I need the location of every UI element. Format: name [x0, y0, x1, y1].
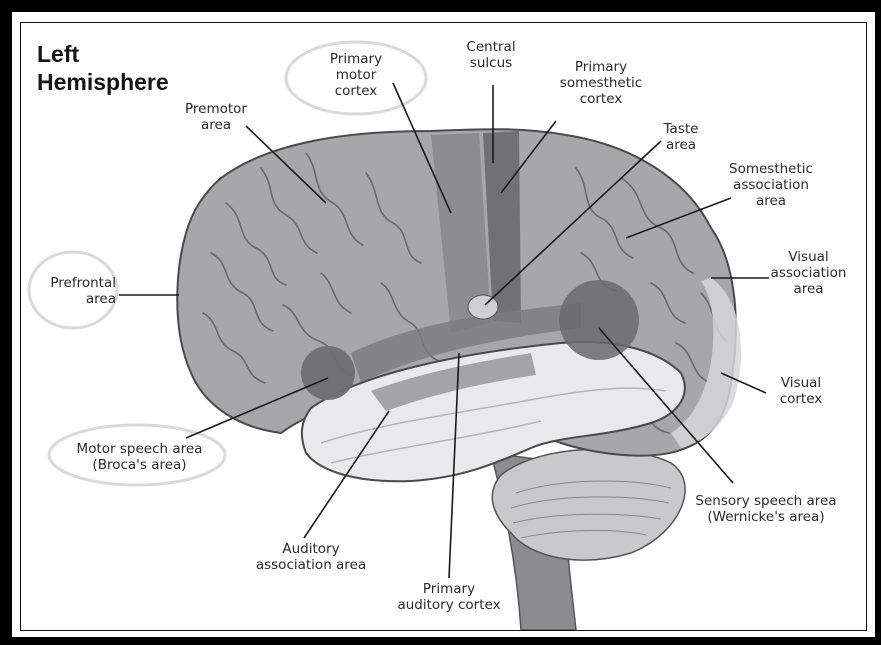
- taste-area-shape: [468, 295, 498, 319]
- label-premotor-area: Premotor area: [171, 101, 261, 133]
- label-motor-speech-area: Motor speech area (Broca's area): [57, 441, 222, 473]
- diagram-canvas: Left Hemisphere Primary motor cortex Cen…: [20, 22, 867, 631]
- brain-illustration: [21, 23, 866, 630]
- label-sensory-speech-area: Sensory speech area (Wernicke's area): [681, 493, 851, 525]
- label-visual-cortex: Visual cortex: [761, 375, 841, 407]
- cerebellum: [492, 449, 685, 560]
- broca-area-shape: [301, 346, 355, 400]
- label-auditory-association-area: Auditory association area: [246, 541, 376, 573]
- label-somesthetic-association-area: Somesthetic association area: [721, 161, 821, 209]
- hemisphere-title-line2: Hemisphere: [37, 69, 169, 95]
- label-taste-area: Taste area: [651, 121, 711, 153]
- label-primary-somesthetic-cortex: Primary somesthetic cortex: [551, 59, 651, 107]
- label-primary-motor-cortex: Primary motor cortex: [311, 51, 401, 99]
- label-primary-auditory-cortex: Primary auditory cortex: [389, 581, 509, 613]
- label-prefrontal-area: Prefrontal area: [31, 275, 116, 307]
- label-central-sulcus: Central sulcus: [451, 39, 531, 71]
- wernicke-area-shape: [559, 280, 639, 360]
- label-visual-association-area: Visual association area: [761, 249, 856, 297]
- hemisphere-title-line1: Left: [37, 41, 79, 67]
